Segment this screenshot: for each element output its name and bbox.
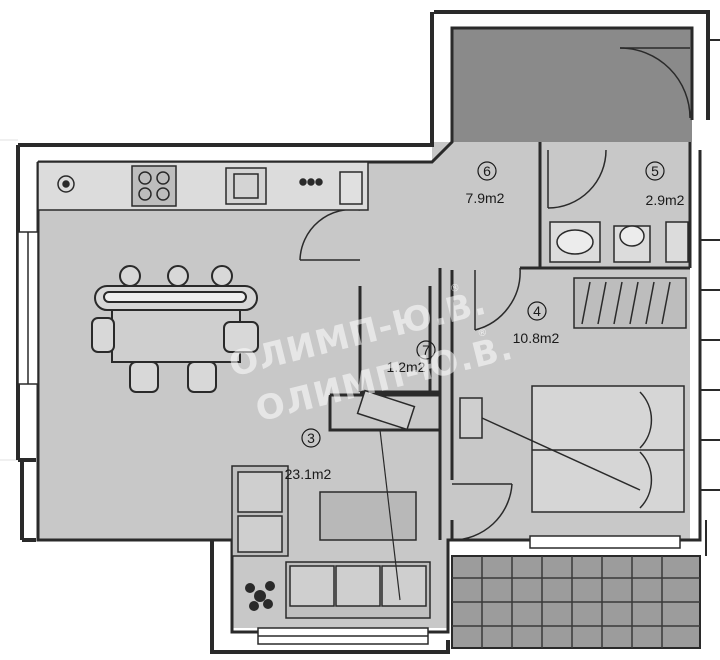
- room-number-6: 6: [483, 163, 491, 179]
- room-label-4: 4 10.8m2: [513, 301, 560, 346]
- room-number-3: 3: [307, 430, 315, 446]
- left-window: [17, 231, 39, 385]
- plant: [245, 581, 275, 611]
- room-number-4: 4: [533, 303, 541, 319]
- room-area-7: 1.2m2: [387, 359, 426, 375]
- bathroom-fixtures: [549, 221, 689, 263]
- bottom-window: [257, 627, 429, 645]
- apartment-floor: [38, 142, 690, 628]
- room-area-4: 10.8m2: [513, 330, 560, 346]
- room-area-6: 7.9m2: [466, 190, 505, 206]
- room-label-5: 5 2.9m2: [645, 161, 685, 208]
- right-railing: [700, 39, 720, 556]
- kitchen-counter: [37, 161, 369, 211]
- watermark-registered-1: ®: [449, 282, 461, 295]
- room-area-3: 23.1m2: [285, 466, 332, 482]
- sofa: [231, 429, 431, 619]
- dining-set: [91, 265, 259, 393]
- watermark-registered-2: ®: [476, 327, 488, 340]
- room-label-7: 7 1.2m2: [387, 340, 436, 375]
- room-label-6: 6 7.9m2: [466, 161, 505, 206]
- room-label-3: 3 23.1m2: [285, 428, 332, 482]
- wardrobe: [573, 277, 687, 329]
- bed: [459, 385, 685, 513]
- balcony: [451, 555, 701, 649]
- room-area-5: 2.9m2: [646, 192, 685, 208]
- interior-walls: [328, 142, 692, 540]
- room-number-5: 5: [651, 163, 659, 179]
- room-number-7: 7: [422, 342, 430, 358]
- shaft-area: [452, 28, 692, 142]
- door-swings: [299, 47, 691, 541]
- bedroom-window: [529, 535, 681, 549]
- exterior-walls: [16, 10, 710, 654]
- tv-unit: [356, 389, 416, 431]
